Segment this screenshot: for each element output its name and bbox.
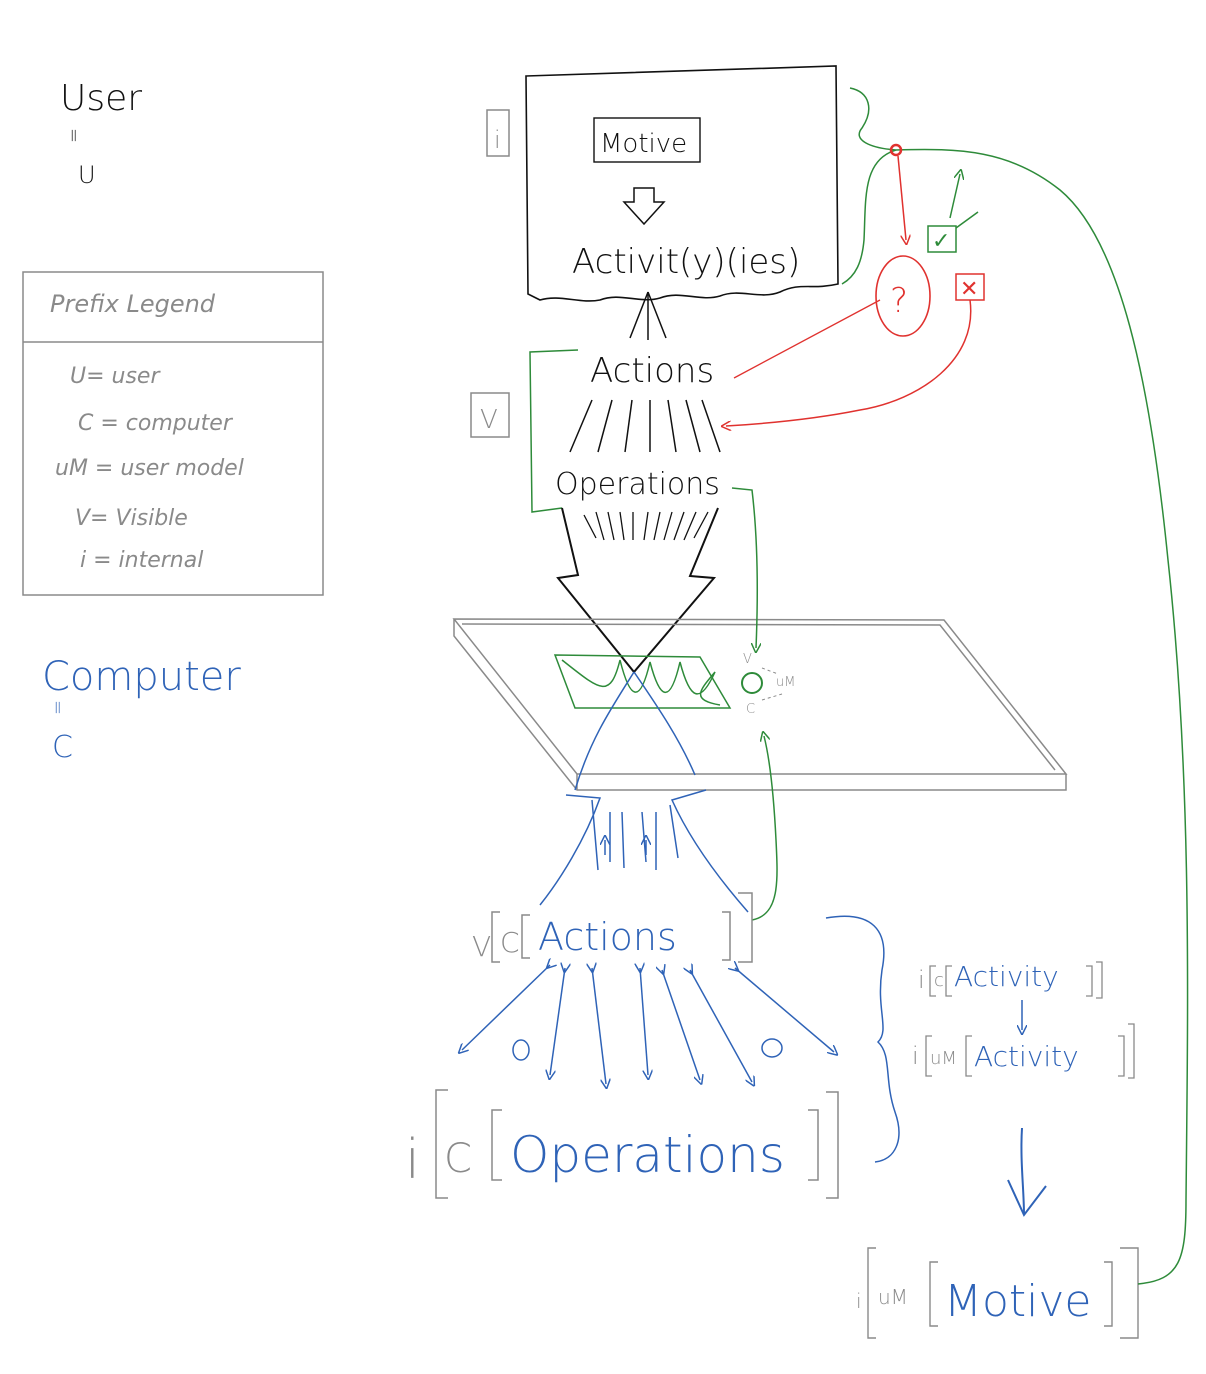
decision-circle [875,255,931,337]
legend-entry: U= user [70,364,161,389]
internal-tag-frame [486,109,510,157]
decision-group: ? ✓ ✕ [726,155,985,426]
um-activity-um: uM [930,1048,957,1069]
visible-tag-label: V [480,405,498,435]
motive-down-arrow [622,187,666,226]
c-activity-c: c [934,970,944,991]
screen-slab [452,618,1068,791]
screen-c-label: C [746,702,755,717]
activity-box-brace [841,87,897,285]
activity-box: Motive Activit(y)(ies) [525,65,839,302]
user-actions-label: Actions [590,351,714,391]
screen-um-label: uM [776,675,795,690]
left-cycle-icon [512,1039,530,1061]
junction-point [889,143,903,157]
computer-actions: V C Actions [472,892,753,963]
right-cycle-icon [761,1038,783,1058]
activity-label: Activit(y)(ies) [572,242,800,282]
prefix-legend: Prefix Legend U= user C = computer uM = … [22,271,324,596]
computer-operations-text: Operations [510,1126,785,1184]
accept-box [927,225,957,253]
actions-to-screen-arrow [751,736,778,921]
reject-cross: ✕ [960,277,978,302]
computer-actions-v: V [472,930,491,963]
computer-actions-text: Actions [538,915,677,959]
activity-to-motive-arrow [1007,1127,1047,1217]
legend-title: Prefix Legend [50,290,216,318]
user-operations-label: Operations [555,467,720,502]
decision-question: ? [890,281,908,321]
cycle-icons [512,1038,783,1061]
visible-group-bracket [529,349,579,513]
activity-chain: i c Activity i uM Activity [912,960,1135,1079]
internal-tag-label: i [494,126,501,154]
actions-to-activity-arrows [629,291,667,340]
visible-tag: V [470,392,510,438]
computer-block: Computer = C [42,654,241,765]
decision-in-arrow [897,155,906,240]
reject-arrow [726,299,972,426]
accept-check: ✓ [932,229,950,254]
visible-tag-frame [470,392,510,438]
motive-feedback-path [895,148,1189,1285]
user-abbrev: U [78,161,96,189]
user-model-cycle-icon [741,672,763,694]
computer-operations: i C Operations [405,1089,839,1199]
actions-operations-links [462,965,834,1084]
screen-visible-area [553,654,732,709]
screen-v-label: V [743,652,752,667]
computer-abbrev: C [52,730,73,765]
user-equals: = [63,128,84,143]
computer-operations-i: i [405,1128,420,1191]
c-activity-text: Activity [954,960,1059,993]
motive-label: Motive [600,129,687,159]
user-block: User = U [60,78,142,189]
motive-model-i: i [856,1289,862,1313]
computer-equals: = [47,700,68,715]
legend-entry: uM = user model [55,456,244,481]
actions-operations-strokes [569,399,721,453]
legend-entry: C = computer [78,411,234,436]
accept-arrow [949,174,960,219]
operations-hatching [583,511,709,541]
legend-entry: V= Visible [75,506,188,531]
motive-model-um: uM [878,1285,908,1309]
computer-feedback-funnel [539,671,749,913]
decision-actions-link [733,299,881,379]
um-activity-i: i [912,1042,919,1070]
motive-frame [593,117,701,163]
motive-model-text: Motive [944,1276,1091,1327]
computer-to-screen-arrows [605,840,646,855]
computer-label: Computer [42,654,241,700]
screen-user-model: V uM C [741,652,795,717]
legend-entry: i = internal [80,548,203,573]
legend-frame [22,271,324,596]
activity-brace [825,915,900,1163]
c-activity-i: i [918,966,925,994]
internal-tag: i [486,109,510,157]
um-activity-text: Activity [974,1040,1079,1073]
computer-operations-c: C [444,1136,472,1182]
motive-model: i uM Motive [856,1247,1139,1339]
user-label: User [60,78,142,119]
activity-frame [525,65,839,302]
operations-to-screen-arrow [731,487,757,648]
operations-funnel-arrow [556,507,719,674]
computer-actions-c: C [500,926,520,959]
